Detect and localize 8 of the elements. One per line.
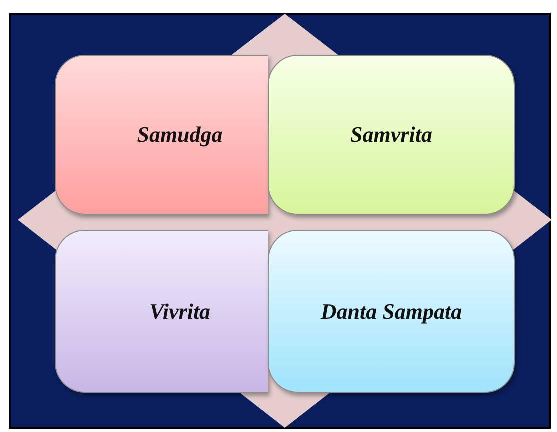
box-label: Samudga (137, 122, 223, 148)
rounded-box (268, 55, 515, 215)
box-label: Samvrita (350, 122, 432, 148)
rounded-box (55, 230, 268, 393)
rounded-box (55, 55, 268, 215)
rounded-box (268, 230, 515, 393)
box-label: Danta Sampata (320, 298, 462, 324)
box-label: Vivrita (149, 298, 211, 324)
